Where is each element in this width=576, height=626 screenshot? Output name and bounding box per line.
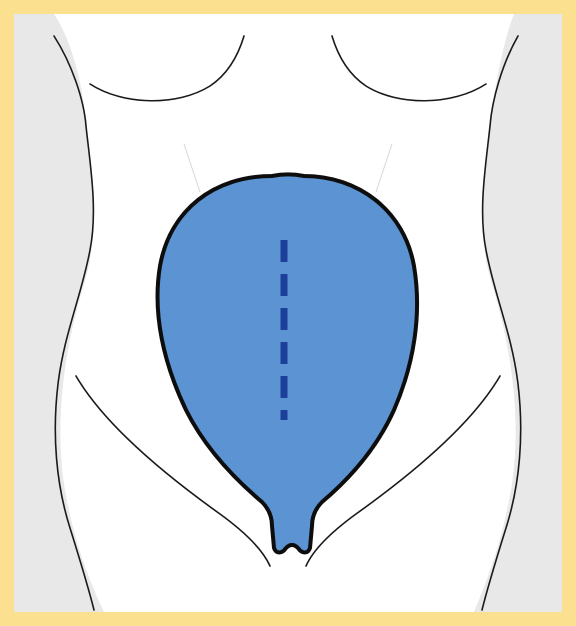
torso-diagram <box>14 14 562 612</box>
diagram-panel <box>14 14 562 612</box>
